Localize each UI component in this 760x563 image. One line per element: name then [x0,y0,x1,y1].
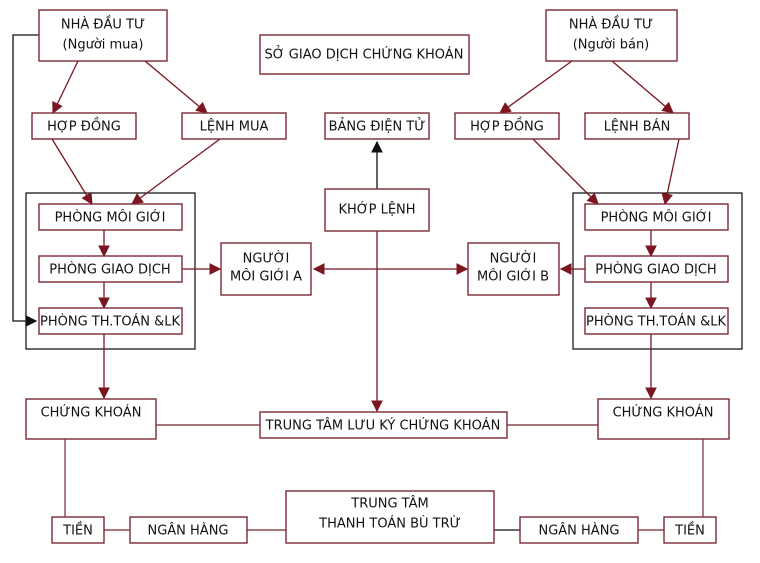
node-trading-left: PHÒNG GIAO DỊCH [38,255,183,283]
edge-investor-seller-to-contract [499,60,573,114]
seller-brokerage-firm-group [572,192,743,350]
node-bank-right: NGÂN HÀNG [519,516,639,544]
buyer-brokerage-firm-group [25,192,196,350]
node-label: (Người bán) [573,38,650,53]
node-settlement-left: PHÒNG TH.TOÁN &LK [38,307,183,335]
node-securities-left: CHỨNG KHOÁN [25,398,157,440]
node-securities-right: CHỨNG KHOÁN [597,398,730,440]
node-label: HỢP ĐỒNG [47,118,121,135]
node-label: PHÒNG GIAO DỊCH [595,262,716,278]
node-bank-left: NGÂN HÀNG [129,516,248,544]
node-investor-buyer: NHÀ ĐẦU TƯ (Người mua) [38,9,168,62]
node-label: LỆNH MUA [200,119,269,135]
node-trading-right: PHÒNG GIAO DỊCH [584,255,729,283]
node-label: (Người mua) [63,38,144,53]
node-electronic-board: BẢNG ĐIỆN TỬ [324,112,430,140]
node-cash-right: TIỀN [663,516,717,544]
edge-investor-seller-to-sell-order [611,60,674,114]
edges [12,34,704,531]
node-investor-seller: NHÀ ĐẦU TƯ (Người bán) [545,9,678,62]
edge-investor-buyer-to-settlement [12,34,40,327]
node-label: PHÒNG TH.TOÁN &LK [40,314,180,330]
node-order-matching: KHỚP LỆNH [324,188,430,232]
node-label: NHÀ ĐẦU TƯ [569,16,653,33]
node-buy-order: LỆNH MUA [181,112,287,140]
node-label: NGƯỜI [490,251,537,267]
node-broker-b: NGƯỜI MÔI GIỚI B [467,242,560,296]
node-label: TIỀN [62,522,93,539]
node-label: HỢP ĐỒNG [470,118,544,135]
node-depository-center: TRUNG TÂM LƯU KÝ CHỨNG KHOÁN [259,411,508,439]
edge-buy-order-to-brokerage [131,138,221,205]
node-contract-right: HỢP ĐỒNG [454,112,560,140]
node-broker-a: NGƯỜI MÔI GIỚI A [220,242,312,296]
node-label: PHÒNG MÔI GIỚI [55,210,166,226]
node-label: NGƯỜI [243,251,290,267]
node-stock-exchange: SỞ GIAO DỊCH CHỨNG KHOÁN [259,34,470,75]
edge-sell-order-to-brokerage [661,138,680,206]
node-clearing-center: TRUNG TÂM THANH TOÁN BÙ TRỪ [285,490,495,544]
node-label: KHỚP LỆNH [338,202,415,218]
edge-investor-buyer-to-buy-order [144,60,208,114]
node-label: MÔI GIỚI B [477,269,549,285]
node-settlement-right: PHÒNG TH.TOÁN &LK [584,307,729,335]
node-label: PHÒNG GIAO DỊCH [49,262,170,278]
node-label: PHÒNG MÔI GIỚI [601,210,712,226]
edge-contract-left-to-brokerage [51,138,93,205]
node-label: NGÂN HÀNG [538,523,619,539]
node-label: THANH TOÁN BÙ TRỪ [318,516,461,532]
node-brokerage-right: PHÒNG MÔI GIỚI [584,203,729,231]
node-cash-left: TIỀN [51,516,105,544]
node-label: MÔI GIỚI A [230,269,302,285]
node-sell-order: LỆNH BÁN [584,112,690,140]
node-label: SỞ GIAO DỊCH CHỨNG KHOÁN [265,46,464,63]
node-contract-left: HỢP ĐỒNG [31,112,137,140]
node-label: PHÒNG TH.TOÁN &LK [586,314,726,330]
node-label: NHÀ ĐẦU TƯ [61,16,145,33]
node-label: CHỨNG KHOÁN [41,405,142,421]
node-label: TRUNG TÂM LƯU KÝ CHỨNG KHOÁN [265,418,501,434]
node-label: TIỀN [674,522,705,539]
node-brokerage-left: PHÒNG MÔI GIỚI [38,203,183,231]
edge-investor-buyer-to-contract [52,60,79,115]
node-label: TRUNG TÂM [350,496,428,512]
edge-contract-right-to-brokerage [532,138,599,205]
node-label: CHỨNG KHOÁN [613,405,714,421]
node-label: LỆNH BÁN [604,119,671,135]
node-label: BẢNG ĐIỆN TỬ [329,118,426,135]
node-label: NGÂN HÀNG [147,523,228,539]
